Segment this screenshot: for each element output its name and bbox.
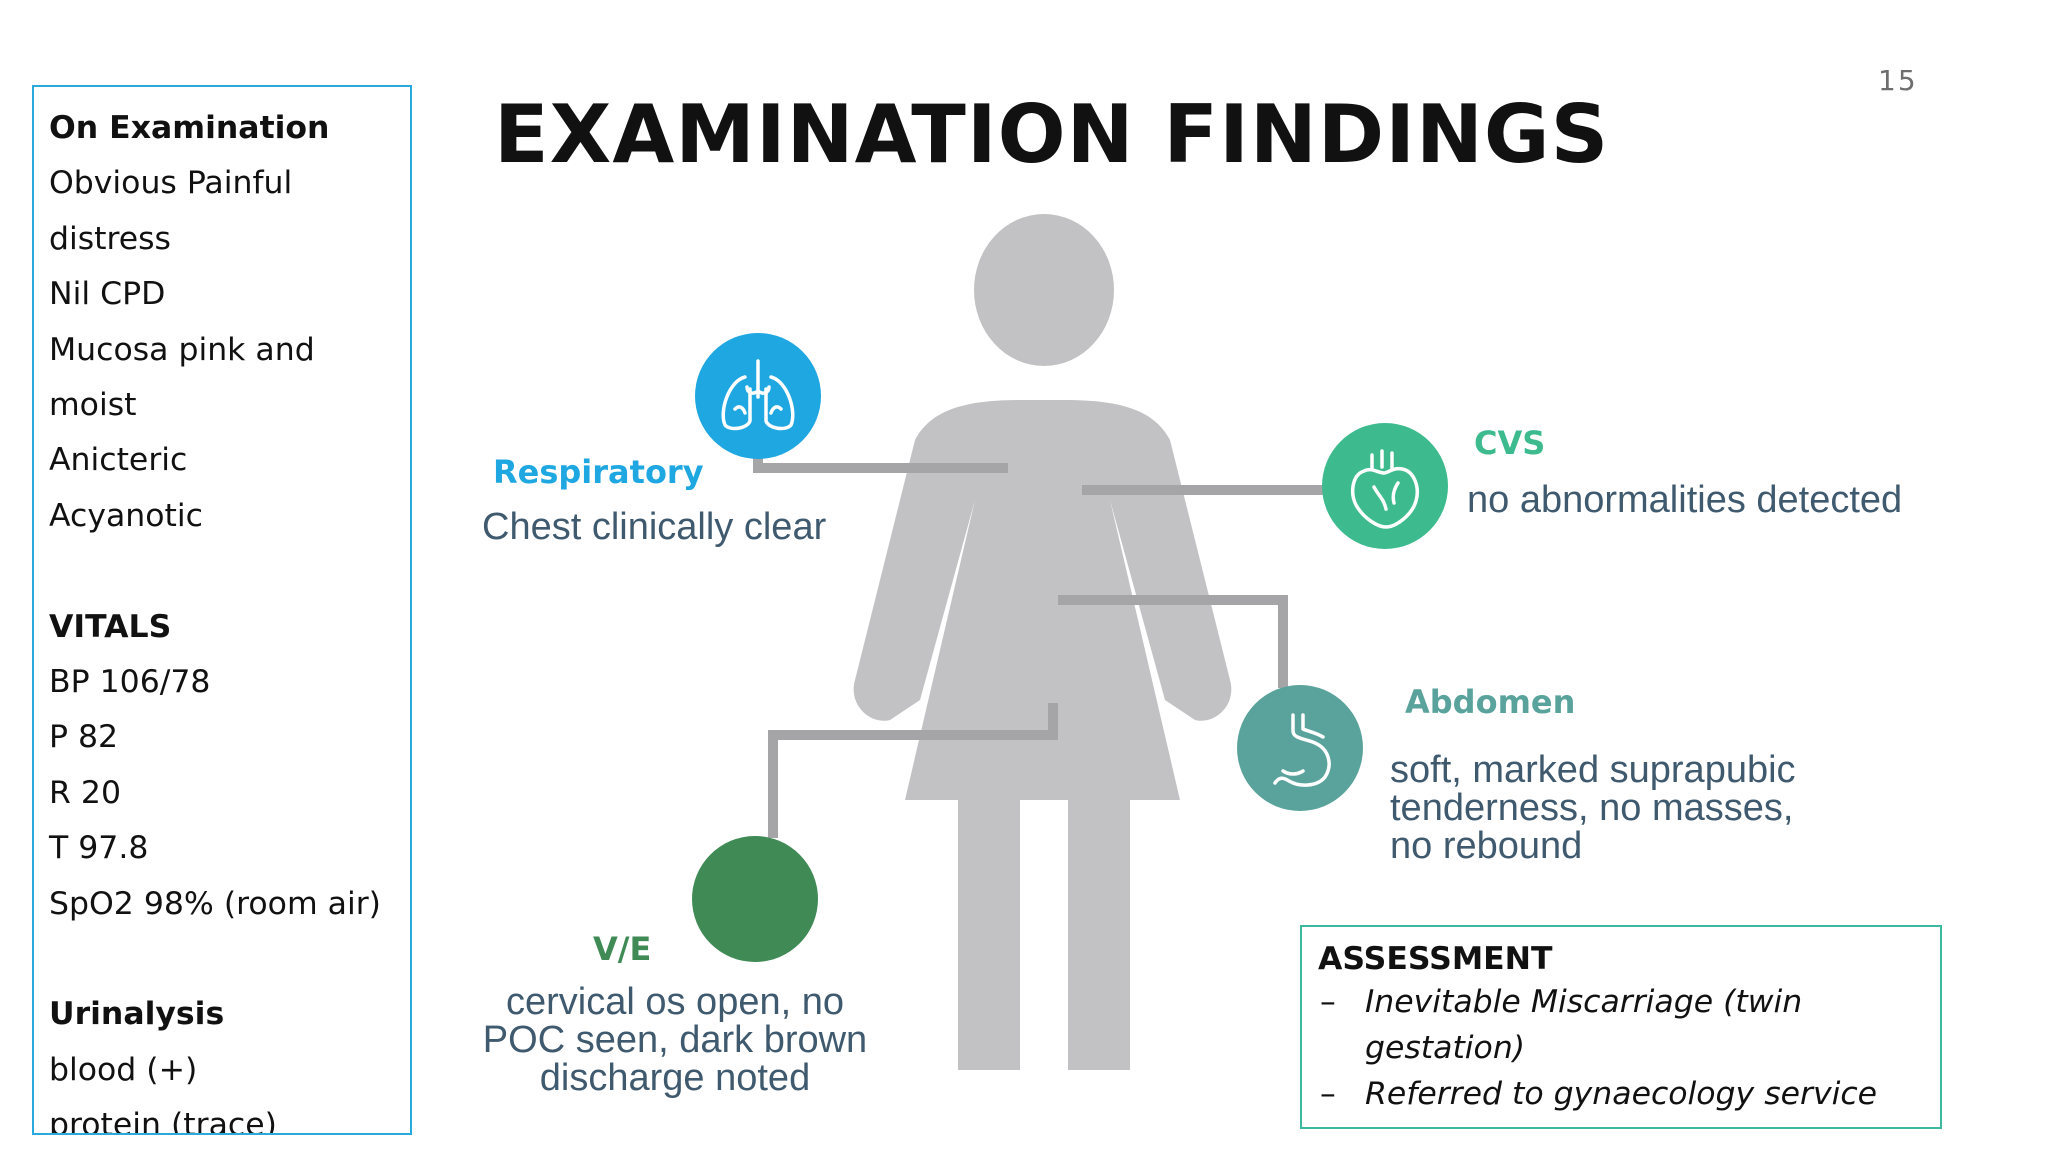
ve-text-line: POC seen, dark brown (482, 1019, 868, 1061)
ve-label: V/E (593, 930, 652, 968)
assessment-item-text: gestation) (1365, 1030, 1526, 1066)
exam-line: Nil CPD (49, 276, 166, 313)
exam-line: Obvious Painful (49, 165, 293, 202)
abdomen-label: Abdomen (1405, 683, 1576, 721)
woman-figure (853, 214, 1232, 1070)
respiratory-label: Respiratory (493, 453, 704, 491)
vital-line: T 97.8 (49, 830, 149, 867)
assessment-header: ASSESSMENT (1318, 941, 1553, 977)
page-title: EXAMINATION FINDINGS (494, 88, 1610, 181)
bullet-dash: – (1320, 1076, 1336, 1112)
assessment-item-text: Inevitable Miscarriage (twin (1365, 984, 1803, 1020)
ve-circle (692, 836, 818, 962)
vital-line: BP 106/78 (49, 664, 211, 701)
vital-line: R 20 (49, 774, 121, 811)
vital-line: P 82 (49, 719, 119, 756)
slide-number: 15 (1878, 64, 1918, 97)
assessment-item-text: Referred to gynaecology service (1365, 1076, 1878, 1112)
stomach-icon (1273, 713, 1331, 787)
abdomen-circle (1237, 685, 1363, 811)
abdomen-text-line: soft, marked suprapubic (1390, 749, 1796, 791)
heart-icon (1350, 449, 1419, 529)
ve-text-line: discharge noted (539, 1057, 811, 1099)
exam-line: Acyanotic (49, 497, 203, 534)
ve-text-line: cervical os open, no (506, 981, 844, 1023)
urinalysis-line: blood (+) (49, 1051, 198, 1088)
abdomen-text-line: tenderness, no masses, (1390, 787, 1794, 829)
cvs-label: CVS (1474, 424, 1546, 462)
cvs-text: no abnormalities detected (1467, 479, 1903, 521)
assessment-item: – Referred to gynaecology service (1318, 1071, 1940, 1117)
cvs-circle (1322, 423, 1448, 549)
lungs-icon (721, 359, 795, 431)
exam-line: Mucosa pink and (49, 331, 315, 368)
urinalysis-line: protein (trace) (49, 1107, 277, 1135)
vital-line: SpO2 98% (room air) (49, 885, 381, 922)
exam-line: Anicteric (49, 442, 188, 479)
assessment-item-continuation: gestation) (1318, 1025, 1940, 1071)
exam-line: distress (49, 220, 171, 257)
respiratory-circle (695, 333, 821, 459)
abdomen-text-line: no rebound (1390, 825, 1583, 867)
connector-lines (753, 430, 1330, 838)
examination-box: On Examination Obvious Painful distress … (32, 85, 412, 1135)
urinalysis-header: Urinalysis (49, 996, 225, 1033)
assessment-box: ASSESSMENT – Inevitable Miscarriage (twi… (1300, 925, 1942, 1129)
assessment-item: – Inevitable Miscarriage (twin (1318, 979, 1940, 1025)
bullet-dash: – (1320, 984, 1336, 1020)
on-examination-header: On Examination (49, 110, 330, 146)
vitals-header: VITALS (49, 608, 172, 645)
respiratory-text: Chest clinically clear (482, 506, 827, 548)
exam-line: moist (49, 387, 137, 424)
